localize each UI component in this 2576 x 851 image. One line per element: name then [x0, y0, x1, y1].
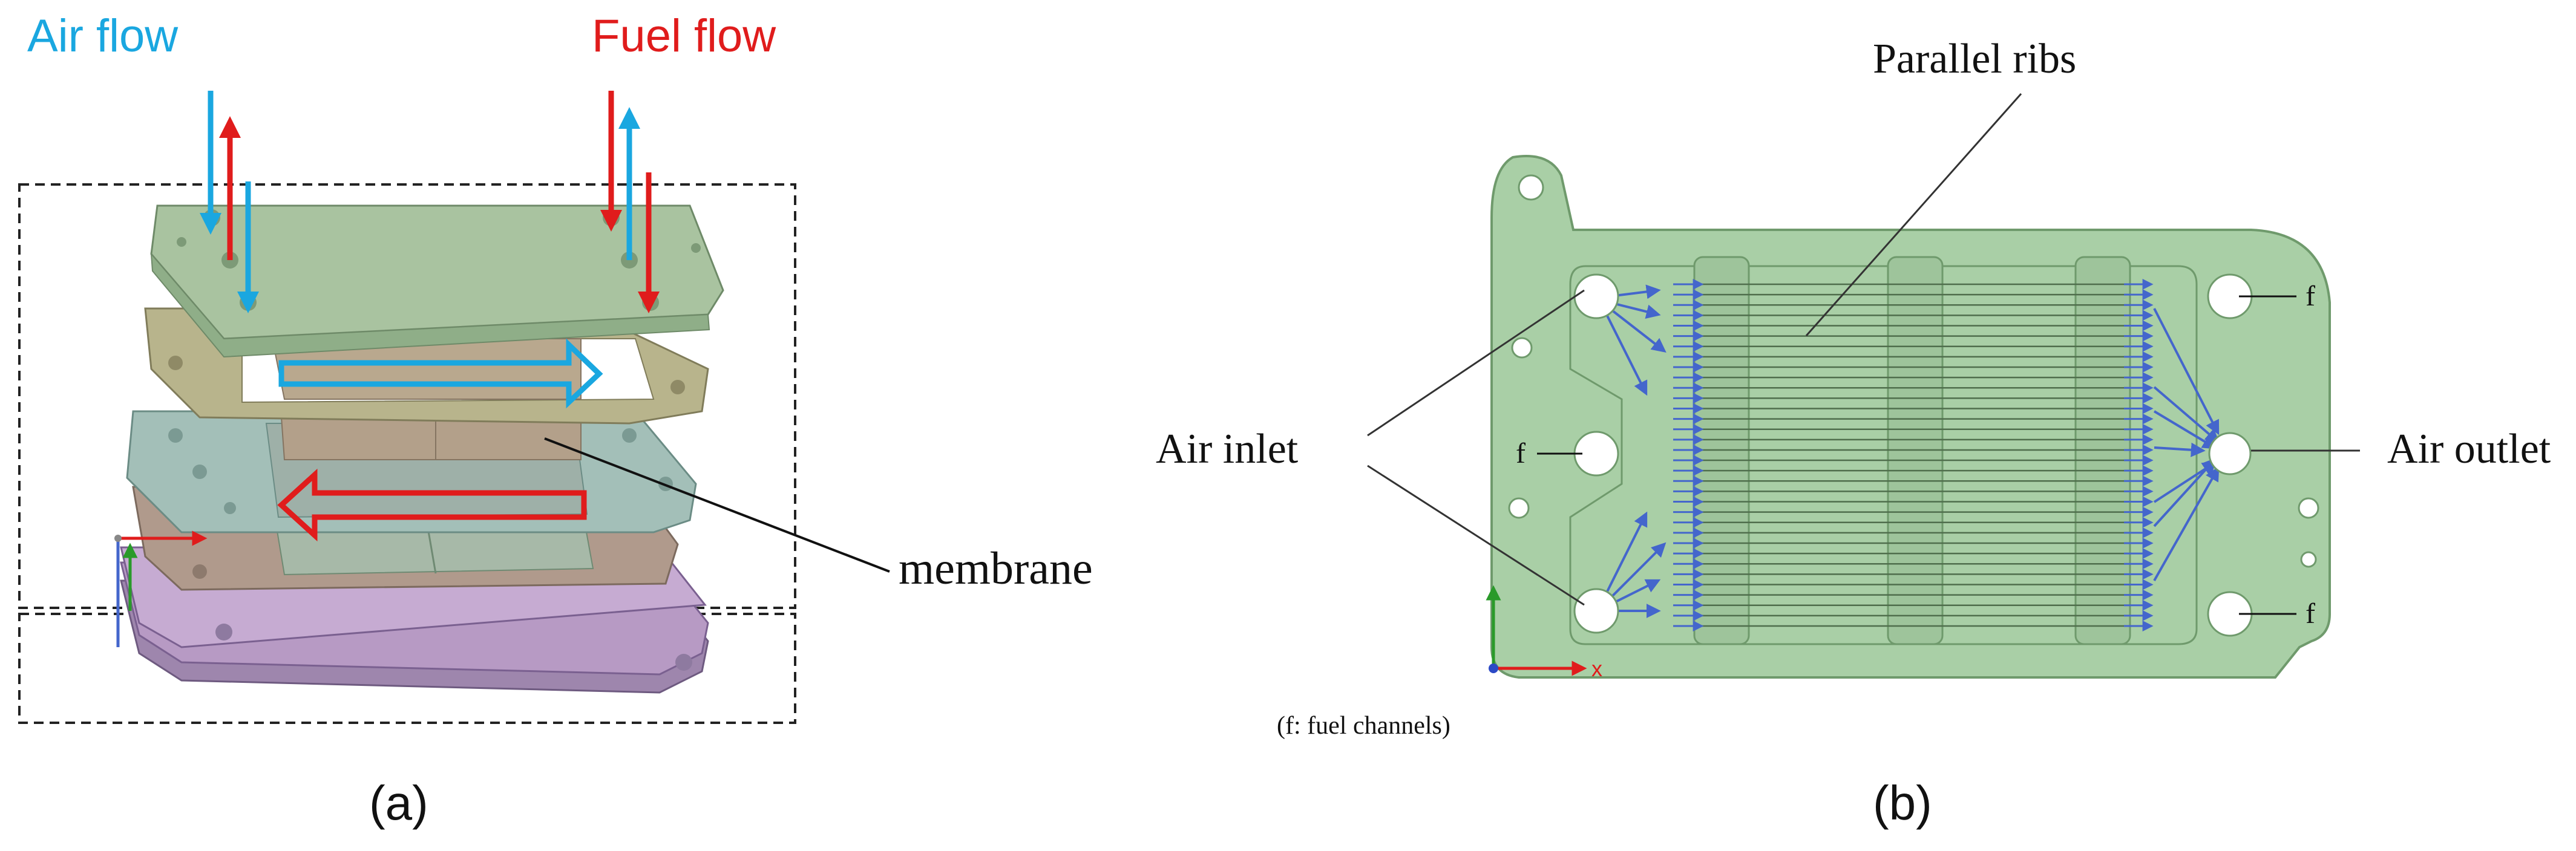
fuel-channel-flow-arrow: [277, 468, 587, 542]
panel-b: f f f x Parallel ribs Air inlet Air outl…: [1156, 36, 2551, 830]
svg-text:f: f: [1516, 437, 1526, 469]
air-inlet-hole-bottom: [1573, 588, 1619, 634]
lower-dashed-box: [18, 613, 796, 724]
bolt-hole: [1508, 497, 1530, 519]
axis-x-label: x: [1591, 656, 1602, 681]
inlet-channel-arrows: [1673, 279, 1704, 631]
bolt-hole: [1518, 174, 1544, 201]
fuel-marker-bottom-right: f: [2239, 598, 2315, 630]
fuel-marker-left: f: [1516, 437, 1582, 469]
fuel-flow-label: Fuel flow: [592, 10, 776, 62]
air-outlet-label: Air outlet: [2387, 426, 2551, 472]
outlet-channel-arrows: [2124, 279, 2154, 631]
parallel-ribs-group: [1700, 283, 2124, 627]
axis-triad-a: [114, 530, 208, 647]
air-outlet-hole: [2208, 432, 2252, 475]
outlet-collection-arrows: [2153, 308, 2220, 581]
air-inlet-leader-top: [1367, 289, 1585, 437]
fuel-marker-top-right: f: [2239, 280, 2315, 312]
air-inlet-label: Air inlet: [1156, 426, 1299, 472]
panel-a: Air flow Fuel flow membrane (a): [18, 10, 1093, 830]
top-green-plate: [150, 204, 724, 358]
panel-a-caption: (a): [369, 776, 428, 830]
bolt-hole: [1511, 337, 1533, 359]
membrane-leader-line: [544, 437, 890, 573]
air-flow-label: Air flow: [27, 10, 179, 62]
membrane-label: membrane: [899, 543, 1093, 594]
svg-text:f: f: [2306, 280, 2315, 312]
fuel-channels-footnote: (f: fuel channels): [1277, 712, 1450, 740]
bolt-hole: [2300, 551, 2317, 568]
parallel-ribs-leader: [1805, 93, 2022, 336]
axis-triad-b: x: [1486, 585, 1602, 681]
bolt-hole: [2298, 497, 2319, 519]
air-channel-flow-arrow: [278, 338, 603, 409]
svg-text:f: f: [2306, 598, 2315, 630]
upper-dashed-box: [18, 183, 796, 609]
parallel-ribs-label: Parallel ribs: [1873, 36, 2076, 82]
air-inlet-hole-top: [1573, 273, 1619, 319]
panel-b-caption: (b): [1873, 776, 1932, 830]
air-inlet-leader-bottom: [1367, 465, 1585, 606]
